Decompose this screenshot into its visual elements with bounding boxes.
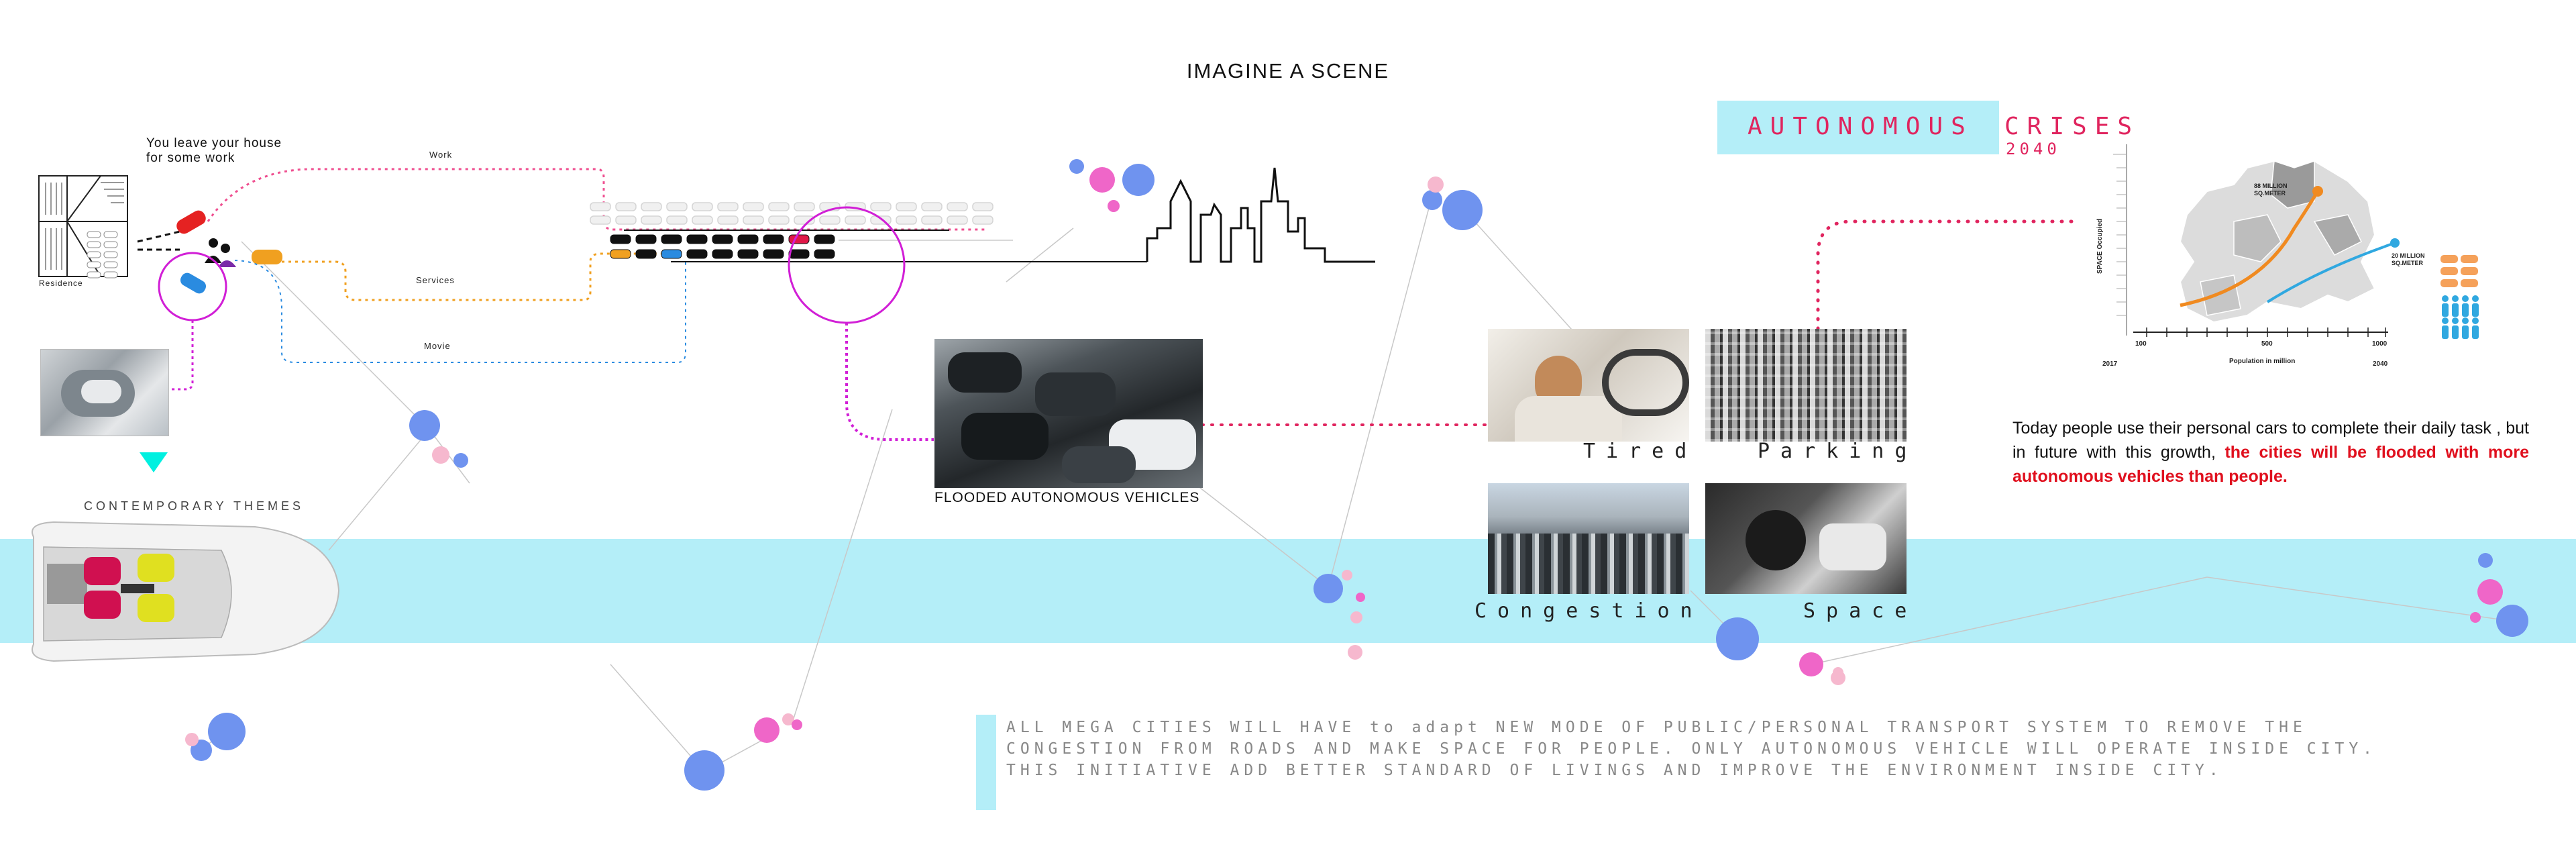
callout-top-line2: SQ.METER	[2254, 190, 2286, 197]
caption-space: Space	[1803, 599, 1918, 623]
crises-year: 2040	[2006, 140, 2061, 158]
crises-highlight-box	[1717, 101, 1999, 154]
cars-stack-icon	[2440, 255, 2478, 287]
bottom-statement: ALL MEGA CITIES WILL HAVE to adapt NEW M…	[1006, 719, 2377, 779]
callout-right: 20 MILLION SQ.METER	[2392, 252, 2425, 267]
orange-curve-end	[2312, 186, 2323, 197]
leave-text: You leave your house for some work	[146, 136, 282, 166]
car-icon	[176, 210, 282, 294]
tired-photo	[1488, 329, 1689, 442]
cars-stack-icon	[590, 202, 1013, 259]
chart-year-left: 2017	[2102, 360, 2118, 368]
blue-growth-curve	[2266, 242, 2396, 303]
triangle-marker-icon	[140, 452, 168, 472]
contemporary-themes-label: CONTEMPORARY THEMES	[84, 499, 305, 513]
parking-photo	[1705, 329, 1907, 442]
crises-word-autonomous: AUTONOMOUS	[1748, 113, 1974, 140]
congestion-photo	[1488, 483, 1689, 594]
chart-xtick-1000: 1000	[2372, 340, 2387, 348]
caption-parking: Parking	[1758, 440, 1918, 463]
leave-line-1: You leave your house	[146, 136, 282, 150]
route-movie	[234, 260, 686, 363]
chart-xlabel: Population in million	[2229, 358, 2296, 365]
chart-ylabel: SPACE Occupied	[2096, 218, 2104, 274]
thin-connector-lines	[201, 207, 2510, 772]
flooded-vehicles-photo	[934, 339, 1203, 488]
people-icon	[205, 238, 236, 267]
car-interior-photo	[40, 349, 169, 436]
parked-cars	[87, 231, 118, 279]
leave-line-2: for some work	[146, 151, 235, 165]
route-label-work: Work	[429, 150, 453, 160]
caption-congestion: Congestion	[1474, 599, 1703, 623]
blue-curve-end	[2390, 238, 2400, 248]
chart-xtick-500: 500	[2261, 340, 2273, 348]
callout-top: 88 MILLION SQ.METER	[2254, 183, 2288, 197]
chart-xtick-100: 100	[2135, 340, 2147, 348]
skyline-icon	[1146, 167, 1375, 263]
map-icon	[2179, 160, 2376, 323]
bottom-accent-bar	[976, 715, 996, 810]
people-group-icon	[2442, 295, 2479, 339]
future-paragraph: Today people use their personal cars to …	[2012, 416, 2529, 489]
caption-tired: Tired	[1583, 440, 1698, 463]
route-label-movie: Movie	[424, 341, 451, 351]
orange-growth-curve	[2180, 190, 2320, 307]
callout-top-line1: 88 MILLION	[2254, 183, 2288, 189]
space-photo	[1705, 483, 1907, 594]
chart-year-right: 2040	[2373, 360, 2388, 368]
page-title: IMAGINE A SCENE	[1186, 59, 1390, 83]
paragraph-normal: Today people use their personal cars to …	[2012, 419, 2529, 462]
bubbles	[185, 159, 2528, 791]
flooded-caption: FLOODED AUTONOMOUS VEHICLES	[934, 490, 1200, 505]
house-plan-icon	[38, 175, 128, 277]
residence-label: Residence	[39, 279, 83, 288]
route-label-services: Services	[416, 275, 455, 285]
paragraph-highlight: the cities will be flooded with more aut…	[2012, 443, 2529, 486]
callout-right-line2: SQ.METER	[2392, 260, 2424, 266]
crises-word-crises: CRISES	[2004, 113, 2141, 140]
callout-right-line1: 20 MILLION	[2392, 252, 2425, 259]
